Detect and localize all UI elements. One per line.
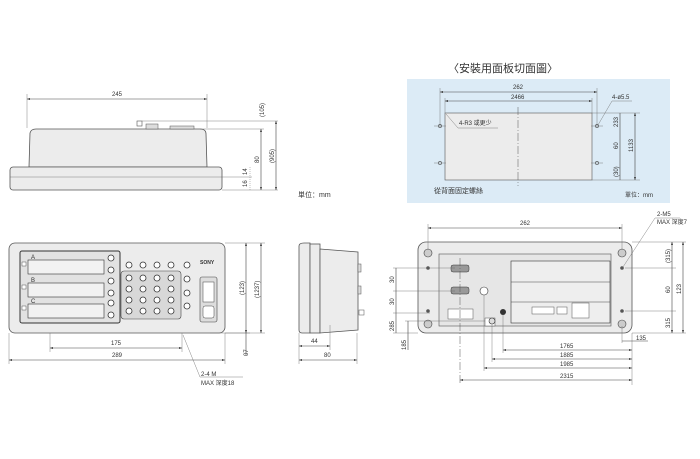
side-view: 44 80 [298,242,365,364]
dim-left-185: 185 [402,339,408,350]
svg-text:B: B [31,278,35,284]
connector-icon [357,285,362,295]
dim-07: 07 [244,349,250,356]
connector-icon [357,263,362,273]
keypad-keys [125,274,175,315]
axis-display-c: C [21,299,115,319]
dim-80: 80 [255,156,261,163]
corner-screws [423,248,627,329]
dim-123: (123) [240,281,246,295]
dim-135: 135 [636,336,647,342]
cutout-area [444,112,593,181]
terminal-block [447,308,474,320]
dim-1885: 1885 [560,353,574,359]
unit-body-top [28,128,208,168]
dim-80: 80 [324,353,331,359]
dim-289: 289 [112,353,123,359]
dim-44: 44 [311,339,318,345]
dim-60: 60 [614,142,620,149]
cutout-title: 〈安裝用面板切面圖〉 [448,61,558,75]
screw-depth: MAX 深度18 [201,379,235,387]
hole-spec: 4-ø5.5 [612,95,630,101]
bnc-connector-icon [479,286,489,296]
unit-bezel-top [9,166,223,191]
dim-233: 233 [614,116,620,127]
connector-icon [358,309,365,316]
axis-display-a: A [21,254,115,275]
screw-spec: 2-M5 [657,212,671,218]
dim-175: 175 [111,341,122,347]
power-icon [202,305,215,319]
dim-2315: 2315 [560,374,574,380]
screw-depth: MAX 深度7 [657,218,688,226]
dim-245: 245 [112,92,123,98]
connector-icon [145,123,159,130]
dim-14: 14 [243,168,249,175]
function-keys [125,261,191,310]
dim-1133: 1133 [629,138,635,152]
dim-262: 262 [513,85,524,91]
numeric-keypad [120,270,182,320]
ground-terminal-icon [500,309,506,315]
dim-right-315a: (315) [666,249,672,263]
dim-1237: (1237) [255,281,261,298]
unit-label: 單位：mm [625,191,653,199]
panel-cutout-diagram: 〈安裝用面板切面圖〉 262 2466 4-R3 或更少 4-ø5.5 233 … [407,61,670,203]
dim-right-123: 123 [677,283,683,294]
svg-text:A: A [31,255,35,261]
connector-icon [169,125,195,130]
svg-text:C: C [31,299,36,305]
cutout-note: 從背面固定螺絲 [434,186,483,195]
dim-1765: 1765 [560,344,574,350]
front-view: A B C SONY [8,242,265,387]
dim-right-315b: 315 [666,317,672,328]
dim-16: 16 [243,180,249,187]
screw-spec: 2-4 M [201,372,216,378]
dim-2466: 2466 [511,95,525,101]
dim-905: (905) [270,149,276,163]
dim-1985: 1985 [560,362,574,368]
indicator-icon [202,281,215,303]
dim-262: 262 [520,221,531,227]
rear-view: 262 2-M5 MAX 深度7 30 30 285 185 (315) 60 … [390,212,688,385]
dim-left-285: 285 [390,320,396,331]
mounting-holes [434,124,603,165]
corner-spec: 4-R3 或更少 [459,119,492,127]
dim-right-60: 60 [666,286,672,293]
unit-label: 単位：mm [298,190,331,199]
top-view: 245 (105) 80 (905) 14 16 単位：mm [9,92,331,199]
dim-30: (30) [614,166,620,177]
dim-105: (105) [260,103,266,117]
dim-left-30b: 30 [390,298,396,305]
dim-left-30a: 30 [390,276,396,283]
axis-display-b: B [21,277,115,298]
connector-icon [136,120,143,127]
brand-logo: SONY [200,260,215,266]
